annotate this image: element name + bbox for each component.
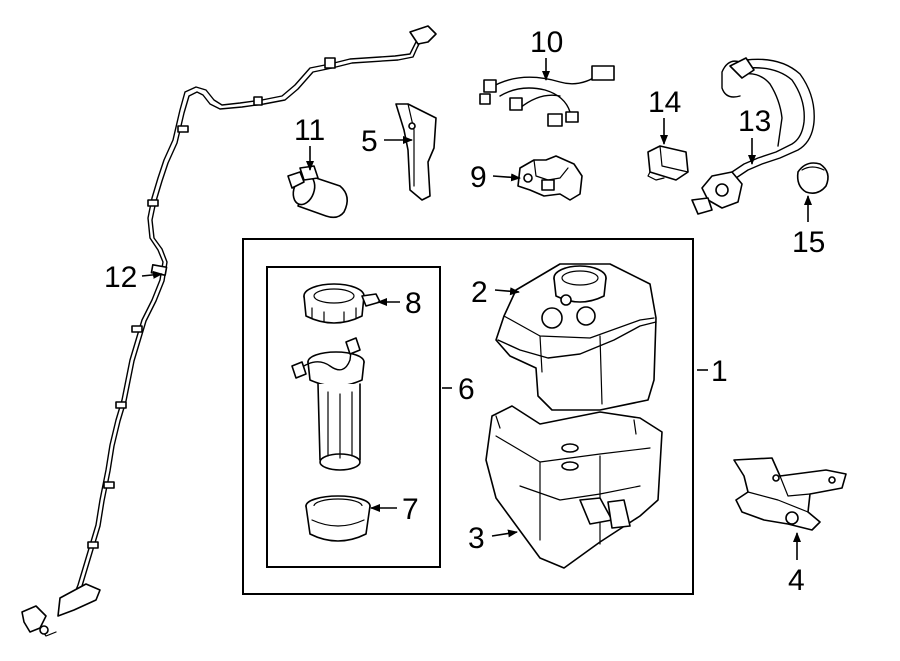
part-10-wiring-harness[interactable] bbox=[479, 65, 615, 127]
callout-leaders bbox=[141, 58, 812, 560]
pump-module-frame bbox=[266, 266, 441, 568]
part-6-fuel-pump-module[interactable] bbox=[291, 337, 365, 471]
part-2-fuel-tank[interactable] bbox=[495, 263, 657, 411]
callout-6[interactable]: 6 bbox=[458, 373, 475, 406]
part-15-cap[interactable] bbox=[796, 162, 829, 194]
callout-5[interactable]: 5 bbox=[361, 125, 378, 158]
part-3-tank-shield[interactable] bbox=[485, 405, 663, 569]
callout-10[interactable]: 10 bbox=[530, 26, 563, 59]
leader-12 bbox=[141, 270, 163, 279]
callout-labels: 1 2 3 4 5 6 7 8 9 10 11 12 13 14 15 bbox=[104, 26, 825, 597]
leader-9 bbox=[492, 173, 521, 182]
callout-1[interactable]: 1 bbox=[711, 355, 728, 388]
part-14-control-module[interactable] bbox=[647, 145, 689, 181]
callout-12[interactable]: 12 bbox=[104, 261, 137, 294]
callout-3[interactable]: 3 bbox=[468, 522, 485, 555]
part-13-hose-assembly[interactable] bbox=[691, 57, 815, 215]
part-7-seal[interactable] bbox=[305, 495, 371, 542]
callout-11[interactable]: 11 bbox=[294, 114, 325, 147]
part-11-fuel-filter[interactable] bbox=[287, 165, 348, 219]
part-8-lock-ring[interactable] bbox=[303, 283, 381, 324]
part-9-valve[interactable] bbox=[517, 155, 583, 201]
assembly-frame bbox=[242, 238, 694, 595]
part-4-mounting-bracket[interactable] bbox=[733, 457, 847, 531]
leader-3 bbox=[491, 529, 518, 538]
part-12-hose-harness[interactable] bbox=[21, 25, 437, 637]
callout-2[interactable]: 2 bbox=[471, 276, 488, 309]
leader-2 bbox=[494, 287, 520, 296]
callout-14[interactable]: 14 bbox=[648, 86, 681, 119]
callout-4[interactable]: 4 bbox=[788, 564, 805, 597]
callout-8[interactable]: 8 bbox=[405, 287, 422, 320]
callout-7[interactable]: 7 bbox=[402, 493, 419, 526]
callout-13[interactable]: 13 bbox=[738, 105, 771, 138]
callout-9[interactable]: 9 bbox=[470, 161, 487, 194]
part-5-bracket[interactable] bbox=[395, 103, 437, 201]
callout-15[interactable]: 15 bbox=[792, 226, 825, 259]
